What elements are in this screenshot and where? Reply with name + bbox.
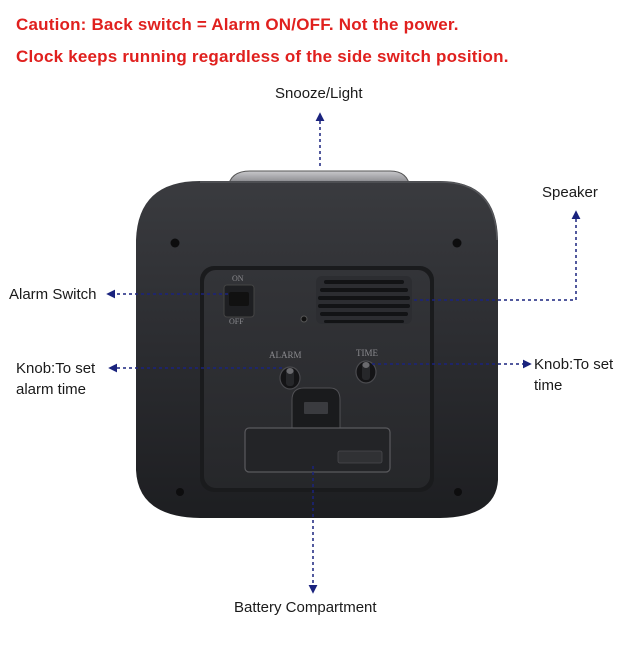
alarm-switch: ON OFF xyxy=(223,274,255,326)
caution-line-1: Caution: Back switch = Alarm ON/OFF. Not… xyxy=(16,15,459,34)
alarm-knob-label-line-2: alarm time xyxy=(16,381,87,398)
time-knob-marking: TIME xyxy=(356,348,378,358)
time-knob-label-line-2: time xyxy=(534,377,563,394)
caution-line-2: Clock keeps running regardless of the si… xyxy=(16,47,509,66)
alarm-knob-label-line-1: Knob:To set xyxy=(16,360,96,377)
screw-hole xyxy=(452,238,462,248)
time-knob-label: Knob:To set time xyxy=(534,354,613,396)
leader-lines xyxy=(106,112,581,594)
switch-off-marking: OFF xyxy=(229,317,244,326)
reset-hole xyxy=(300,315,308,323)
battery-compartment-label: Battery Compartment xyxy=(234,599,377,616)
time-knob-label-line-1: Knob:To set xyxy=(534,356,614,373)
hanging-notch xyxy=(291,387,341,433)
alarm-knob xyxy=(279,366,301,390)
switch-on-marking: ON xyxy=(232,274,244,283)
snooze-light-label: Snooze/Light xyxy=(275,85,363,102)
alarm-knob-label: Knob:To set alarm time xyxy=(16,358,95,400)
screw-hole xyxy=(454,488,462,496)
speaker-grille xyxy=(316,276,412,324)
battery-compartment-cover xyxy=(244,427,391,473)
time-knob xyxy=(355,360,377,384)
alarm-switch-label: Alarm Switch xyxy=(9,286,97,303)
speaker-leader-line xyxy=(414,210,581,301)
screw-hole xyxy=(176,488,184,496)
speaker-label: Speaker xyxy=(542,184,598,201)
alarm-knob-marking: ALARM xyxy=(269,350,302,360)
screw-hole xyxy=(170,238,180,248)
